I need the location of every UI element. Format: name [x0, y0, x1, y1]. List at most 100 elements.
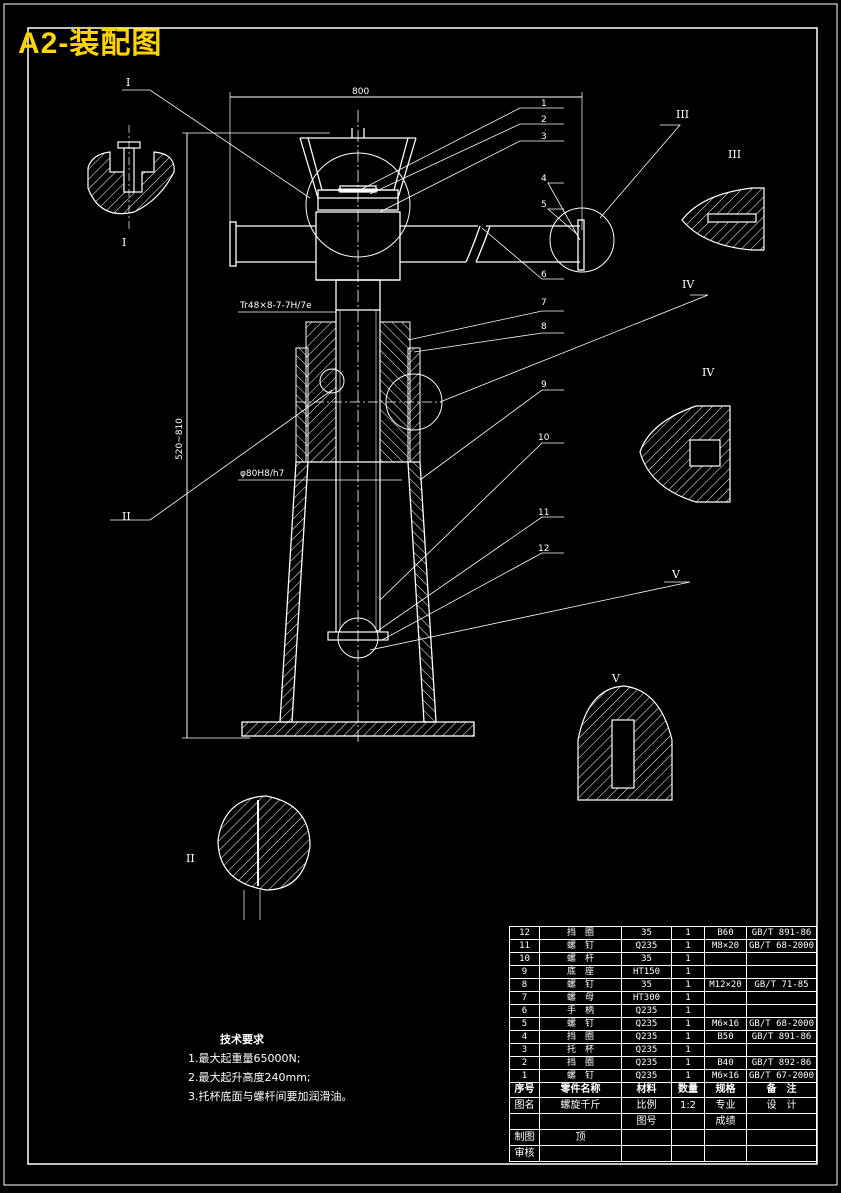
tech-item-3: 3.托杯底面与螺杆间要加润滑油。	[188, 1090, 353, 1103]
cell-name: 螺 钉	[539, 1069, 622, 1083]
detail-view-I	[87, 125, 175, 230]
balloon-5: 5	[541, 200, 547, 210]
cell-material: Q235	[621, 1017, 672, 1031]
cell-std: GB/T 68-2000	[746, 1017, 817, 1031]
cell-spec	[704, 965, 747, 979]
balloon-7: 7	[541, 298, 547, 308]
cell-name: 螺 母	[539, 991, 622, 1005]
view-IV-caption: IV	[702, 366, 715, 379]
cell-no: 6	[509, 1004, 540, 1018]
outer-frame	[3, 3, 838, 1186]
cell-material: Q235	[621, 1056, 672, 1070]
cell-std: GB/T 68-2000	[746, 939, 817, 953]
tech-item-1: 1.最大起重量65000N;	[188, 1052, 301, 1065]
cell-name: 底 座	[539, 965, 622, 979]
cell-no: 12	[509, 926, 540, 940]
tech-requirements: 技术要求 1.最大起重量65000N; 2.最大起升高度240mm; 3.托杯底…	[188, 1030, 353, 1106]
cell-spec	[704, 952, 747, 966]
cell-no: 4	[509, 1030, 540, 1044]
view-I-caption: I	[122, 236, 126, 249]
inner-frame	[27, 27, 818, 1165]
cell-material: 35	[621, 978, 672, 992]
cell-name: 手 柄	[539, 1004, 622, 1018]
cell-spec: B40	[704, 1056, 747, 1070]
footer-drawing-label: 图名	[509, 1097, 540, 1114]
cell-material: Q235	[621, 1004, 672, 1018]
balloon-10: 10	[538, 433, 550, 443]
view-II-caption: II	[186, 852, 195, 865]
dim-width-text: 800	[352, 87, 369, 97]
balloon-1: 1	[541, 99, 547, 109]
cell-qty: 1	[671, 965, 705, 979]
cell-material: Q235	[621, 1030, 672, 1044]
footer-major: 设 计	[746, 1097, 817, 1114]
cell-qty: 1	[671, 926, 705, 940]
cell-name: 螺 钉	[539, 1017, 622, 1031]
footer-scale: 1:2	[671, 1097, 705, 1114]
cell-name: 螺 钉	[539, 978, 622, 992]
balloon-6: 6	[541, 270, 547, 280]
footer-scale-label: 比例	[621, 1097, 672, 1114]
header-qty: 数量	[671, 1082, 705, 1098]
cell-spec: M6×16	[704, 1069, 747, 1083]
base-part	[241, 461, 475, 737]
cell-material: HT300	[621, 991, 672, 1005]
cell-spec: B60	[704, 926, 747, 940]
cell-material: 35	[621, 952, 672, 966]
cell-name: 挡 圈	[539, 926, 622, 940]
cell-std	[746, 991, 817, 1005]
view-label-IV: IV	[682, 278, 695, 291]
footer-drawer-mark: 顶	[539, 1129, 622, 1146]
cell-no: 11	[509, 939, 540, 953]
cell-name: 螺 钉	[539, 939, 622, 953]
nut-part	[295, 321, 421, 463]
cell-qty: 1	[671, 1017, 705, 1031]
balloon-8: 8	[541, 322, 547, 332]
dim-width: 800	[229, 87, 583, 230]
tech-item-2: 2.最大起升高度240mm;	[188, 1071, 311, 1084]
cell-spec	[704, 1043, 747, 1057]
cell-qty: 1	[671, 978, 705, 992]
footer-drawno-label: 图号	[621, 1113, 672, 1130]
cell-no: 1	[509, 1069, 540, 1083]
cell-no: 3	[509, 1043, 540, 1057]
handle	[229, 219, 585, 271]
cell-name: 托 杯	[539, 1043, 622, 1057]
view-V-caption: V	[611, 672, 621, 685]
cell-std	[746, 952, 817, 966]
detail-circle-V	[337, 617, 379, 659]
tech-heading: 技术要求	[220, 1033, 264, 1046]
detail-circle-II	[319, 368, 345, 394]
cell-qty: 1	[671, 1069, 705, 1083]
header-std: 备 注	[746, 1082, 817, 1098]
footer-drawer-label: 制图	[509, 1129, 540, 1146]
cell-spec: M6×16	[704, 1017, 747, 1031]
cell-spec: M12×20	[704, 978, 747, 992]
balloons: 1 2 3 4 5 6 7 8 9 10 11 12	[538, 99, 550, 554]
cell-no: 5	[509, 1017, 540, 1031]
footer-checker-label: 审核	[509, 1145, 540, 1162]
cell-spec	[704, 1004, 747, 1018]
detail-view-V	[577, 685, 673, 801]
footer-drawing-name: 螺旋千斤	[539, 1097, 622, 1114]
footer-row-1: 图名 螺旋千斤 比例 1:2 专业 设 计	[509, 1097, 817, 1114]
cell-qty: 1	[671, 939, 705, 953]
cell-qty: 1	[671, 1043, 705, 1057]
cell-material: Q235	[621, 1043, 672, 1057]
page-title: A2-装配图	[18, 27, 163, 60]
footer-row-4: 审核	[509, 1145, 817, 1162]
header-spec: 规格	[704, 1082, 747, 1098]
cell-qty: 1	[671, 1004, 705, 1018]
balloon-9: 9	[541, 380, 547, 390]
cell-no: 10	[509, 952, 540, 966]
